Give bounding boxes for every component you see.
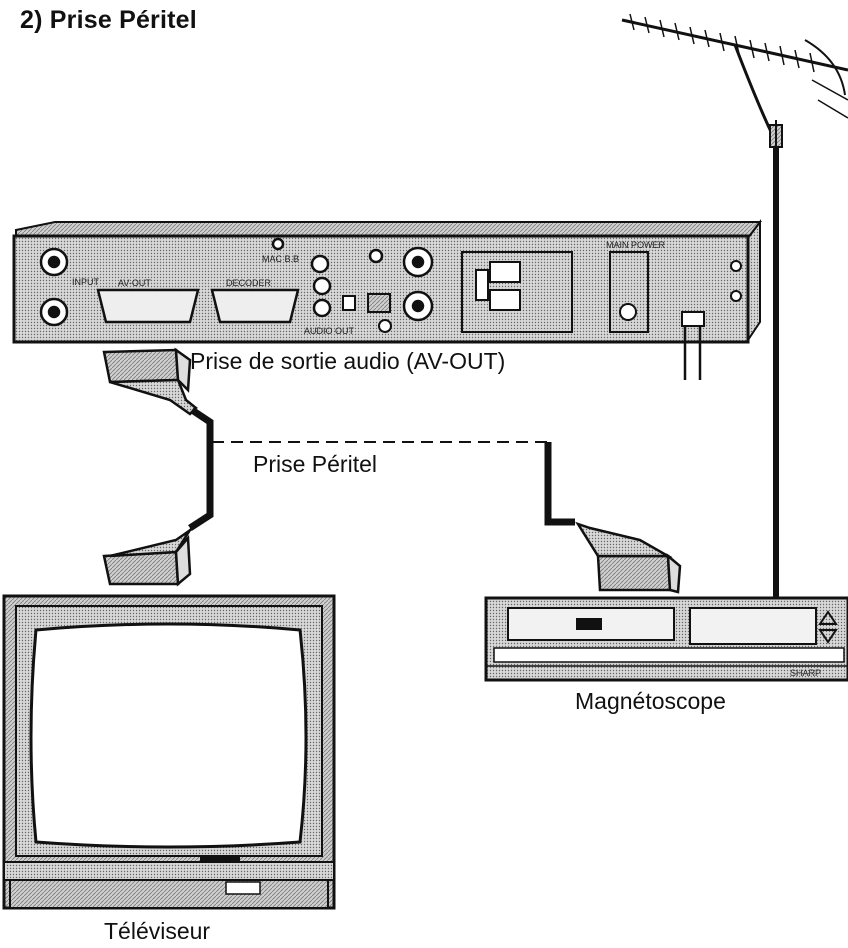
tv-label: Téléviseur xyxy=(104,918,211,944)
scart-plug-tv xyxy=(102,524,197,587)
receiver-rear-panel: INPUT AV-OUT DECODER MAC B.B AUDIO OUT xyxy=(12,219,762,380)
tv-control-strip xyxy=(3,861,335,881)
audio-out-marking: AUDIO OUT xyxy=(304,326,355,336)
scart-plug-top xyxy=(102,347,198,416)
audio-out-jack-1 xyxy=(312,276,332,296)
av-out-socket: AV-OUT xyxy=(96,278,200,324)
audio-out-jack-2 xyxy=(312,298,332,318)
scart-label: Prise Péritel xyxy=(253,451,377,477)
vcr-button-row xyxy=(493,647,845,663)
decoder-marking: DECODER xyxy=(226,278,272,288)
main-power-marking: MAIN POWER xyxy=(606,240,666,250)
rf-jack xyxy=(368,248,384,264)
lnb-connector-block xyxy=(461,251,573,333)
tv-buttons xyxy=(225,881,261,895)
scart-cable-tv xyxy=(188,407,214,531)
tv-screen xyxy=(29,622,308,849)
vcr-label: Magnétoscope xyxy=(575,688,726,714)
down-arrow-icon xyxy=(818,629,838,644)
switch-icon xyxy=(367,293,391,313)
decoder-socket: DECODER xyxy=(210,278,300,324)
scart-cable-vcr xyxy=(544,442,575,526)
screw-icon xyxy=(730,260,742,272)
vcr-display xyxy=(576,618,602,630)
power-switch-icon xyxy=(619,303,637,321)
vcr-display-panel xyxy=(689,607,817,645)
input-jacks xyxy=(39,247,69,327)
av-out-label: Prise de sortie audio (AV-OUT) xyxy=(190,348,506,374)
tv-speaker-grille xyxy=(9,879,329,909)
mac-marking: MAC B.B xyxy=(262,254,299,264)
input-marking: INPUT xyxy=(72,277,100,287)
screw-icon xyxy=(730,290,742,302)
page-title: 2) Prise Péritel xyxy=(20,6,197,34)
vcr-brand-marking: SHARP xyxy=(790,668,821,678)
switch-icon xyxy=(342,295,356,311)
mac-out-jack xyxy=(310,254,330,274)
main-power: MAIN POWER xyxy=(606,240,666,333)
antenna xyxy=(621,13,848,150)
screw-icon xyxy=(378,319,392,333)
up-arrow-icon xyxy=(818,610,838,625)
vcr: SHARP xyxy=(484,596,848,682)
television xyxy=(2,594,336,910)
scart-plug-vcr xyxy=(575,521,682,594)
av-out-marking: AV-OUT xyxy=(118,278,151,288)
screw-icon xyxy=(271,237,285,251)
